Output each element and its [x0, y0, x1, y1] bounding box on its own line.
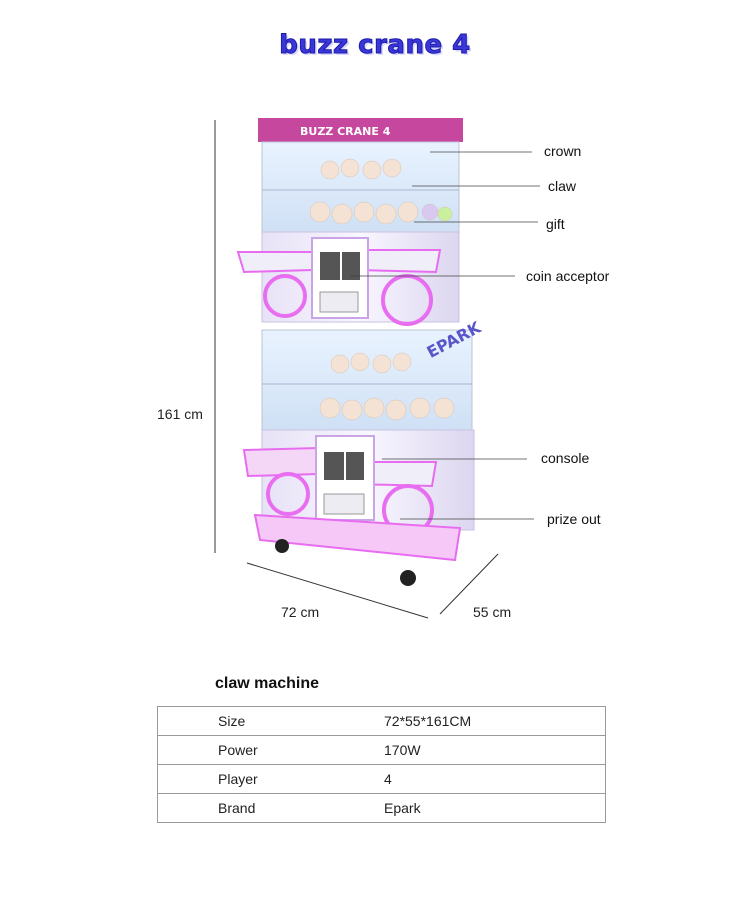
wheel-right	[400, 570, 416, 586]
crown-top	[258, 118, 463, 142]
callout-prize-out: prize out	[547, 511, 601, 527]
wheel-left	[275, 539, 289, 553]
upper-left-console	[236, 251, 313, 274]
spec-label: Player	[157, 764, 370, 794]
table-row: Brand Epark	[157, 793, 606, 823]
marquee-text: BUZZ CRANE 4	[300, 125, 391, 138]
claw-machine-illustration: BUZZ CRANE 4 EPARK	[214, 118, 540, 619]
depth-label: 55 cm	[473, 604, 512, 620]
table-row: Size 72*55*161CM	[157, 706, 606, 736]
cabinet-base	[253, 513, 462, 562]
spec-value: 4	[370, 764, 606, 794]
callout-gift: gift	[546, 216, 565, 232]
spec-table: Size 72*55*161CM Power 170W Player 4 Bra…	[157, 706, 606, 823]
spec-title: claw machine	[215, 675, 320, 692]
spec-value: 170W	[370, 735, 606, 765]
height-label: 161 cm	[157, 406, 203, 422]
product-illustration: BUZZ CRANE 4 EPARK	[214, 118, 540, 619]
spec-label: Power	[157, 735, 370, 765]
spec-value: 72*55*161CM	[370, 706, 606, 736]
lower-prize-out-left	[266, 472, 310, 516]
spec-value: Epark	[370, 793, 606, 823]
spec-label: Brand	[157, 793, 370, 823]
depth-dimension-line	[439, 553, 499, 615]
upper-prize-out-left	[263, 274, 307, 318]
table-row: Power 170W	[157, 735, 606, 765]
upper-prizes	[309, 158, 453, 225]
width-dimension-line	[246, 562, 429, 619]
callout-crown: crown	[544, 143, 582, 159]
table-row: Player 4	[157, 764, 606, 794]
callout-claw: claw	[548, 178, 577, 194]
callout-coin-acceptor: coin acceptor	[526, 268, 610, 284]
lower-left-console	[242, 446, 319, 478]
spec-label: Size	[157, 706, 370, 736]
callout-console: console	[541, 450, 590, 466]
page-title: buzz crane 4	[279, 30, 471, 61]
lower-prizes	[319, 352, 455, 421]
width-label: 72 cm	[281, 604, 320, 620]
